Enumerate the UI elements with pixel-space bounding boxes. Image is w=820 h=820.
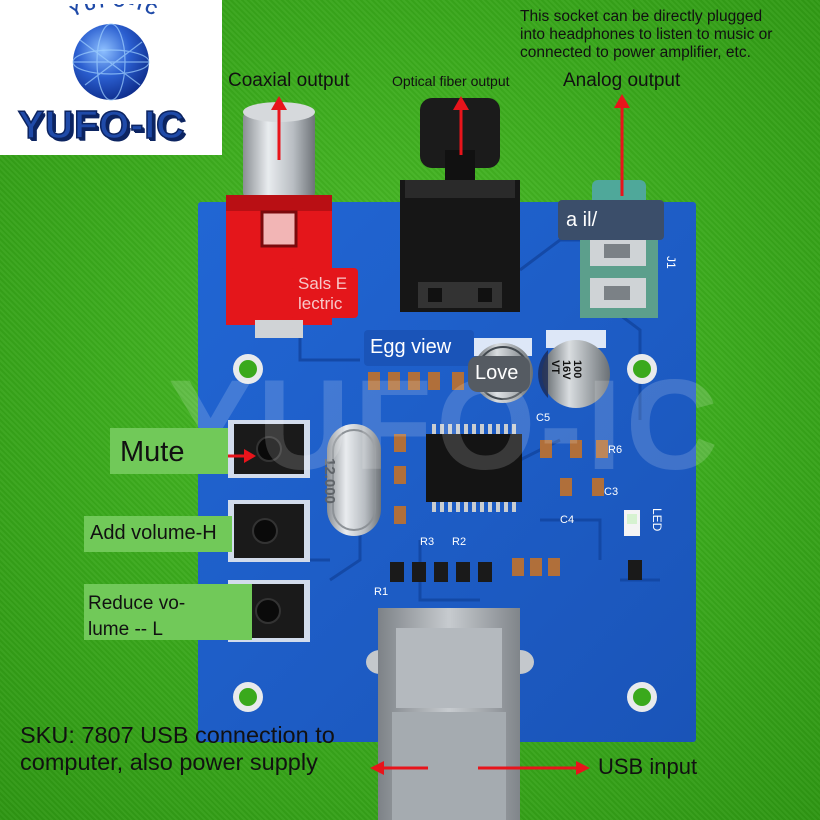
ref-c4: C4 [560, 514, 575, 526]
ref-c5: C5 [536, 412, 551, 424]
ail-tag: a il/ [558, 200, 664, 240]
logo-arc-label: YUFO-IC [68, 4, 159, 21]
usb-input-label: USB input [598, 754, 698, 779]
ref-r6: R6 [608, 444, 623, 456]
coaxial-output-label: Coaxial output [228, 70, 350, 91]
logo-arc-text: YUFO-IC [68, 4, 162, 21]
analog-output-label: Analog output [563, 70, 681, 91]
add-volume-label-bg [84, 516, 232, 552]
j1-label: J1 [664, 256, 678, 269]
smd-components [368, 372, 642, 582]
logo-globe-icon [72, 23, 150, 101]
usb-b-connector [366, 608, 534, 820]
egg-view-tag: Egg view [364, 330, 474, 366]
ref-r3: R3 [420, 536, 435, 548]
reduce-volume-label: Reduce vo-lume -- L [88, 593, 186, 640]
logo-brand-text: YUFO-IC [17, 103, 186, 148]
crystal-oscillator [327, 424, 381, 536]
reduce-volume-label-bg [84, 584, 252, 640]
mute-label-bg [110, 428, 228, 474]
ref-r2: R2 [452, 536, 467, 548]
mute-label: Mute [120, 436, 185, 468]
love-tag: Love [468, 356, 530, 392]
dac-chip [426, 424, 522, 512]
logo-panel: YUFO-IC YUFO-IC [0, 0, 222, 155]
annotation-arrows [208, 94, 630, 775]
watermark: YUFO-IC [168, 354, 723, 497]
svg-text:YUFO-IC: YUFO-IC [68, 4, 162, 21]
mounting-holes [233, 354, 657, 712]
optical-output-label: Optical fiber output [392, 73, 510, 89]
ref-c3: C3 [604, 486, 619, 498]
optical-connector [400, 98, 520, 312]
add-volume-label: Add volume-H [90, 522, 217, 544]
led-label: LED [650, 508, 664, 532]
tactile-buttons [228, 420, 310, 642]
ref-r1: R1 [374, 586, 389, 598]
